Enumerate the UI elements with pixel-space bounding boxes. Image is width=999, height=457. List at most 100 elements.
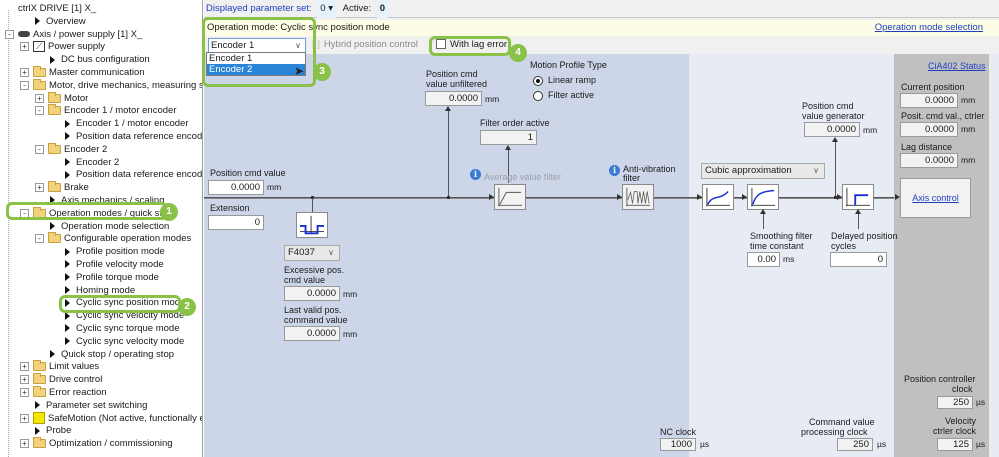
expand-icon[interactable]: + [20, 42, 29, 52]
tree-item[interactable]: Encoder 1 / motor encoder [48, 104, 176, 117]
tree-item[interactable]: Configurable operation modes [48, 232, 191, 245]
lag-error-label: With lag error [450, 39, 508, 50]
tree-item[interactable]: Position data reference encoder 1 [63, 130, 202, 143]
interpolation-select[interactable]: Cubic approximation∨ [701, 163, 825, 179]
tree-item[interactable]: Profile torque mode [63, 271, 159, 284]
tree-item[interactable]: Motor, drive mechanics, measuring system [33, 78, 202, 92]
tree-item[interactable]: Optimization / commissioning [33, 437, 173, 450]
folder-icon [33, 360, 46, 372]
smoothing-time-field[interactable]: 0.00 [747, 252, 780, 267]
tree-item[interactable]: Parameter set switching [33, 399, 147, 412]
delayed-cycles-field[interactable]: 0 [830, 252, 887, 267]
expand-icon[interactable]: + [35, 93, 44, 103]
tree-item[interactable]: SafeMotion (Not active, functionally ena… [33, 412, 202, 425]
encoder-option[interactable]: Encoder 1 [209, 53, 253, 64]
junction-dot [311, 196, 314, 199]
delayed-label-2: cycles [831, 241, 857, 251]
tree-item[interactable]: Motor [48, 91, 88, 105]
navigation-tree[interactable]: ctrlX DRIVE [1] X_Overview-Axis / power … [0, 0, 203, 457]
anti-vibration-label-1: Anti-vibration [623, 164, 676, 174]
tree-item[interactable]: Axis / power supply [1] X_ [18, 28, 142, 41]
expand-icon[interactable]: + [20, 413, 29, 423]
average-value-filter-block[interactable] [494, 184, 526, 210]
tree-item[interactable]: Encoder 2 [48, 142, 107, 156]
collapse-icon[interactable]: - [35, 144, 44, 154]
lag-distance-label: Lag distance [901, 142, 953, 152]
page-arrow-icon [35, 426, 40, 435]
tree-item[interactable]: Cyclic sync velocity mode [63, 309, 184, 322]
excessive-monitor-block[interactable] [296, 212, 328, 238]
tree-item[interactable]: Quick stop / operating stop [48, 348, 174, 361]
tree-item[interactable]: ctrlX DRIVE [1] X_ [18, 2, 96, 15]
tree-item[interactable]: Drive control [33, 373, 102, 386]
cubic-approximation-block[interactable] [702, 184, 734, 210]
expand-icon[interactable]: + [20, 375, 29, 385]
tree-item-label: Axis mechanics / scaling [61, 195, 165, 206]
extension-field[interactable]: 0 [208, 215, 264, 230]
unfiltered-label-2: value unfiltered [426, 79, 488, 89]
current-position-field: 0.0000 [900, 93, 958, 108]
tree-item[interactable]: Brake [48, 181, 89, 194]
tree-item[interactable]: Operation mode selection [48, 220, 169, 233]
tree-item[interactable]: Encoder 1 / motor encoder [63, 117, 188, 130]
dropdown-arrow-icon: ▾ [328, 3, 333, 14]
tree-item[interactable]: Master communication [33, 65, 145, 79]
axis-control-link[interactable]: Axis control [912, 193, 959, 203]
expand-icon[interactable]: + [35, 183, 44, 193]
tree-item-label: Master communication [49, 67, 145, 78]
smoothing-filter-block[interactable] [747, 184, 779, 210]
collapse-icon[interactable]: - [35, 106, 44, 116]
pos-ctrl-clock-label-2: clock [952, 384, 973, 394]
cia402-status-link[interactable]: CiA402 Status [928, 61, 986, 71]
lag-distance-field: 0.0000 [900, 153, 958, 168]
radio-linear-ramp[interactable]: Linear ramp [533, 75, 596, 86]
tree-item[interactable]: Cyclic sync position mode [63, 296, 185, 309]
info-icon[interactable]: i [470, 169, 481, 180]
tree-item[interactable]: Position data reference encoder 2 [63, 168, 202, 181]
operation-mode-selection-link[interactable]: Operation mode selection [874, 22, 983, 33]
hybrid-position-control-checkbox[interactable]: [ ]Hybrid position control [312, 39, 418, 50]
unit-label: mm [343, 329, 358, 339]
tree-item[interactable]: Profile position mode [63, 245, 165, 258]
tree-item[interactable]: DC bus configuration [48, 53, 150, 66]
collapse-icon[interactable]: - [5, 29, 14, 39]
info-icon[interactable]: i [609, 165, 620, 176]
expand-icon[interactable]: + [20, 362, 29, 372]
connector [858, 211, 859, 229]
collapse-icon[interactable]: - [35, 234, 44, 244]
page-arrow-icon [35, 17, 40, 26]
callout-badge-3: 3 [313, 63, 331, 81]
tree-item[interactable]: Encoder 2 [63, 156, 119, 169]
tree-item-label: Encoder 2 [76, 156, 120, 168]
tree-item[interactable]: Cyclic sync velocity mode [63, 335, 184, 348]
tree-item[interactable]: Probe [33, 424, 71, 437]
with-lag-error-checkbox[interactable]: With lag error [436, 39, 507, 50]
expand-icon[interactable]: + [20, 68, 29, 77]
tree-item[interactable]: Axis mechanics / scaling [48, 194, 164, 207]
tree-item[interactable]: Limit values [33, 360, 99, 373]
delayed-position-block[interactable] [842, 184, 874, 210]
tree-item[interactable]: Homing mode [63, 284, 135, 297]
tree-item[interactable]: Profile velocity mode [63, 258, 164, 271]
position-cmd-value-field[interactable]: 0.0000 [208, 180, 264, 195]
expand-icon[interactable]: + [20, 439, 29, 449]
extension-label: Extension [210, 203, 250, 213]
collapse-icon[interactable]: - [20, 80, 29, 90]
expand-icon[interactable]: + [20, 388, 29, 397]
parameter-set-select[interactable]: 0 ▾ [317, 0, 336, 18]
diagram-nc-zone [204, 54, 689, 457]
error-code-select[interactable]: F4037∨ [284, 245, 340, 261]
tree-item[interactable]: ⟋Power supply [33, 40, 105, 53]
operation-mode-title: Operation mode: Cyclic sync position mod… [207, 22, 390, 33]
encoder-option-highlighted[interactable]: Encoder 2 [207, 64, 305, 75]
tree-item[interactable]: Cyclic sync torque mode [63, 322, 179, 335]
callout-highlight-4 [429, 36, 511, 56]
radio-filter-active[interactable]: Filter active [533, 90, 594, 101]
anti-vibration-filter-block[interactable] [622, 184, 654, 210]
excessive-label-2: cmd value [284, 275, 326, 285]
axis-control-box[interactable]: Axis control [900, 178, 971, 218]
tree-item[interactable]: Error reaction [33, 385, 107, 399]
tree-item[interactable]: Overview [33, 15, 86, 28]
arrow-up-icon [832, 137, 838, 142]
anti-vibration-label-2: filter [623, 173, 641, 183]
